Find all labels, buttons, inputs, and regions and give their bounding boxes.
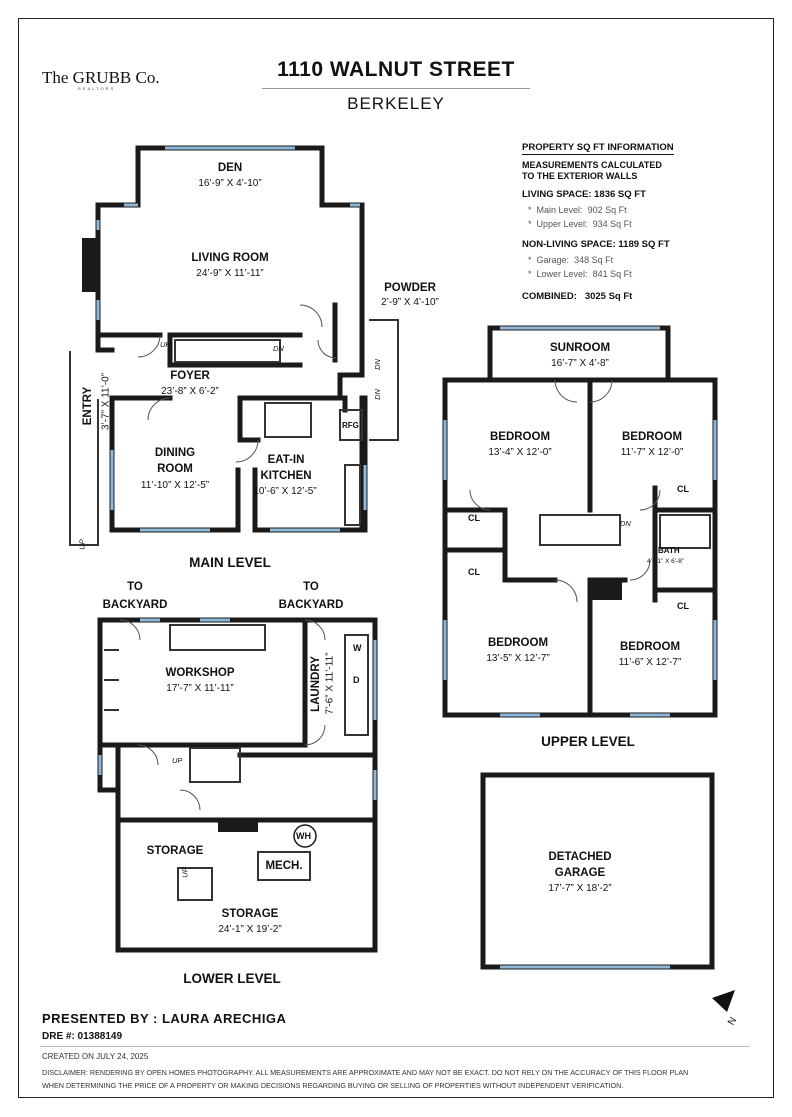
property-city: BERKELEY (347, 94, 445, 113)
disclaimer: DISCLAIMER: RENDERING BY OPEN HOMES PHOT… (42, 1066, 688, 1092)
bedroom-1-label: BEDROOM (489, 431, 551, 443)
to-backyard-left-1: TO (127, 581, 143, 593)
kitchen-label-1: EAT-IN (267, 454, 305, 466)
lower-level-title: LOWER LEVEL (183, 971, 281, 986)
upper-level-sqft: * Upper Level: 934 Sq Ft (528, 219, 632, 229)
kitchen-label-2: KITCHEN (260, 470, 312, 482)
upper-level-walls (442, 325, 718, 718)
workshop-dim: 17’-7” X 11’-11” (166, 683, 234, 694)
footer-rule (40, 1046, 750, 1047)
closet-label-1: CL (468, 513, 480, 523)
laundry-dim: 7’-6” X 11’-11” (324, 652, 336, 715)
closet-label-3: CL (677, 484, 689, 494)
living-room-label: LIVING ROOM (191, 252, 269, 264)
powder-label: POWDER (384, 282, 436, 294)
dre-number: DRE #: 01388149 (42, 1031, 123, 1042)
sunroom-label: SUNROOM (549, 342, 611, 354)
main-stairs-up: UP (160, 340, 171, 349)
powder-dim: 2’-9” X 4’-10” (381, 297, 439, 308)
entry-dim: 3’-7” X 11’-0” (100, 372, 112, 431)
washer-label: W (353, 643, 362, 653)
bedroom-1-dim: 13’-4” X 12’-0” (488, 447, 552, 458)
sunroom-dim: 16’-7” X 4’-8” (551, 358, 609, 369)
bedroom-2-label: BEDROOM (621, 431, 683, 443)
bedroom-3-label: BEDROOM (487, 637, 549, 649)
storage-dim: 24’-1” X 19’-2” (218, 924, 282, 935)
living-room-dim: 24’-9” X 11’-11” (196, 268, 264, 279)
combined-sqft: COMBINED: 3025 Sq Ft (522, 291, 633, 302)
porch-stairs-down-1: DN (372, 359, 382, 370)
dining-label-1: DINING (154, 447, 196, 459)
upper-level-title: UPPER LEVEL (541, 734, 635, 749)
door-swings (119, 304, 661, 811)
storage-label: STORAGE (221, 908, 279, 920)
lower-level-sqft: * Lower Level: 841 Sq Ft (528, 269, 632, 279)
living-space-total: LIVING SPACE: 1836 SQ FT (522, 189, 646, 200)
workshop-label: WORKSHOP (165, 667, 235, 679)
porch-stairs-down-2: DN (372, 389, 382, 400)
den-dim: 16’-9” X 4’-10” (198, 178, 262, 189)
bedroom-2-dim: 11’-7” X 12’-0” (620, 447, 684, 458)
garage-sqft: * Garage: 348 Sq Ft (528, 255, 614, 265)
dining-label-2: ROOM (157, 463, 193, 475)
garage-walls (480, 772, 715, 970)
page-border (18, 18, 774, 1098)
bath-dim: 4’-11” X 6’-8” (647, 558, 685, 565)
bedroom-3-dim: 13’-5” X 12’-7” (486, 653, 550, 664)
nonliving-space-total: NON-LIVING SPACE: 1189 SQ FT (522, 239, 670, 250)
brand-logo-sub: REALTORS (78, 86, 116, 91)
disclaimer-line-2: WHEN DETERMINING THE PRICE OF A PROPERTY… (42, 1081, 624, 1090)
main-level-title: MAIN LEVEL (189, 555, 271, 570)
created-date: CREATED ON JULY 24, 2025 (42, 1052, 149, 1061)
compass-arrow (712, 990, 735, 1012)
entry-stairs-up: UP (77, 539, 87, 550)
entry-label: ENTRY (82, 386, 94, 426)
garage-dim: 17’-7” X 18’-2” (548, 883, 612, 894)
to-backyard-right-1: TO (303, 581, 319, 593)
closet-label-2: CL (468, 567, 480, 577)
brand-logo: The GRUBB Co. (42, 68, 160, 87)
header-rule (262, 88, 530, 89)
upper-stairs-down: DN (620, 519, 631, 528)
water-heater-label: WH (296, 831, 311, 841)
refrigerator-label: RFG (342, 421, 359, 430)
bath-label: BATH (658, 546, 680, 555)
mechanical-label: MECH. (265, 860, 303, 872)
windows (96, 146, 717, 969)
dining-dim: 11’-10” X 12’-5” (140, 480, 210, 491)
to-backyard-right-2: BACKYARD (278, 599, 344, 611)
storage-small-label: STORAGE (146, 845, 204, 857)
to-backyard-left-2: BACKYARD (102, 599, 168, 611)
garage-label-2: GARAGE (554, 867, 606, 879)
disclaimer-line-1: DISCLAIMER: RENDERING BY OPEN HOMES PHOT… (42, 1068, 689, 1077)
foyer-dim: 23’-8” X 6’-2” (161, 386, 219, 397)
property-address: 1110 WALNUT STREET (277, 58, 515, 81)
closet-label-4: CL (677, 601, 689, 611)
storage-stairs-up: UP (180, 867, 190, 878)
main-stairs-down: DN (273, 344, 284, 353)
laundry-label: LAUNDRY (310, 656, 322, 712)
sqft-heading: PROPERTY SQ FT INFORMATION (522, 142, 674, 155)
presented-by: PRESENTED BY : LAURA ARECHIGA (42, 1011, 287, 1026)
main-level-sqft: * Main Level: 902 Sq Ft (528, 205, 627, 215)
kitchen-dim: 10’-6” X 12’-5” (253, 486, 317, 497)
foyer-label: FOYER (170, 370, 210, 382)
lower-stairs-up: UP (172, 756, 183, 765)
dryer-label: D (353, 675, 360, 685)
garage-label-1: DETACHED (548, 851, 612, 863)
bedroom-4-label: BEDROOM (619, 641, 681, 653)
den-label: DEN (217, 162, 243, 174)
bedroom-4-dim: 11’-6” X 12’-7” (618, 657, 682, 668)
sqft-note-2: TO THE EXTERIOR WALLS (522, 171, 638, 181)
sqft-note-1: MEASUREMENTS CALCULATED (522, 160, 662, 170)
